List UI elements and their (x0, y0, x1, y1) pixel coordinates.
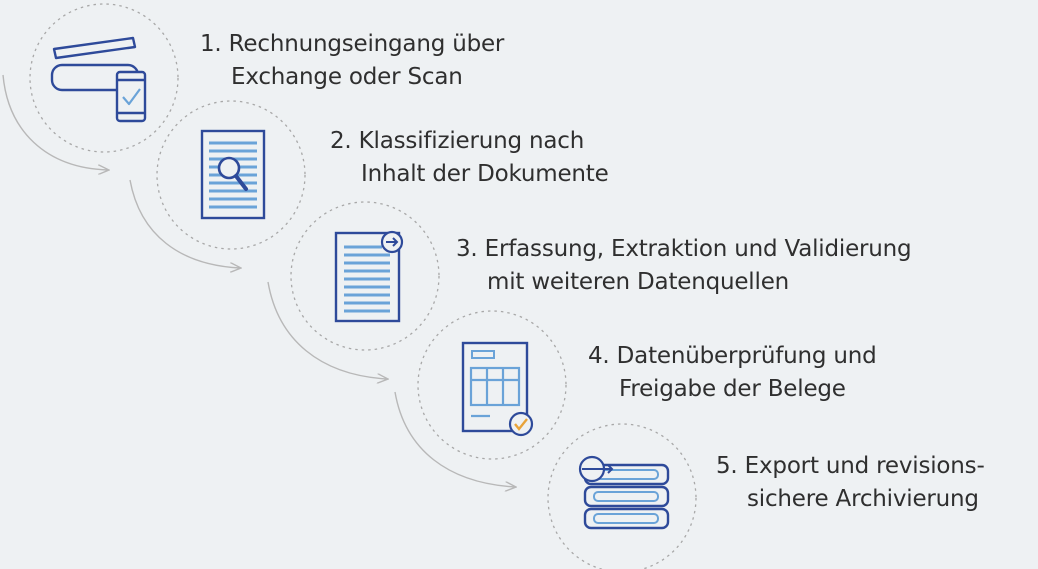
step-3-number: 3. (456, 236, 478, 262)
connector-arrow-4 (394, 391, 515, 487)
document-arrow-icon (334, 230, 404, 323)
step-3-line1: Erfassung, Extraktion und Validierung (484, 236, 912, 262)
connector-arrow-3 (267, 281, 387, 379)
connector-arrow-2 (129, 179, 240, 268)
step-4-label: 4. Datenüberprüfung und Freigabe der Bel… (588, 340, 877, 406)
step-2-number: 2. (330, 128, 352, 154)
step-1-number: 1. (200, 31, 222, 57)
document-search-icon (200, 129, 266, 220)
step-3-label: 3. Erfassung, Extraktion und Validierung… (456, 233, 912, 299)
step-1-label: 1. Rechnungseingang über Exchange oder S… (200, 28, 504, 94)
scanner-phone-icon (50, 36, 147, 123)
step-2-line2: Inhalt der Dokumente (361, 161, 609, 187)
step-1-line2: Exchange oder Scan (231, 64, 463, 90)
step-5-line1: Export und revisions- (744, 453, 985, 479)
step-5-label: 5. Export und revisions- sichere Archivi… (716, 450, 985, 516)
step-5-line2: sichere Archivierung (747, 486, 979, 512)
step-2-line1: Klassifizierung nach (358, 128, 585, 154)
step-3-line2: mit weiteren Datenquellen (487, 269, 790, 295)
step-4-line2: Freigabe der Belege (619, 376, 846, 402)
export-archive-icon (578, 455, 670, 530)
step-4-circle (417, 310, 567, 460)
step-2-label: 2. Klassifizierung nach Inhalt der Dokum… (330, 125, 609, 191)
step-1-circle (29, 3, 179, 153)
step-2-circle (156, 100, 306, 250)
step-5-number: 5. (716, 453, 738, 479)
connector-arrow-1 (2, 74, 108, 170)
step-5-circle (547, 423, 697, 569)
document-check-icon (461, 341, 534, 437)
step-1-line1: Rechnungseingang über (228, 31, 505, 57)
step-4-line1: Datenüberprüfung und (616, 343, 877, 369)
step-4-number: 4. (588, 343, 610, 369)
step-3-circle (290, 201, 440, 351)
